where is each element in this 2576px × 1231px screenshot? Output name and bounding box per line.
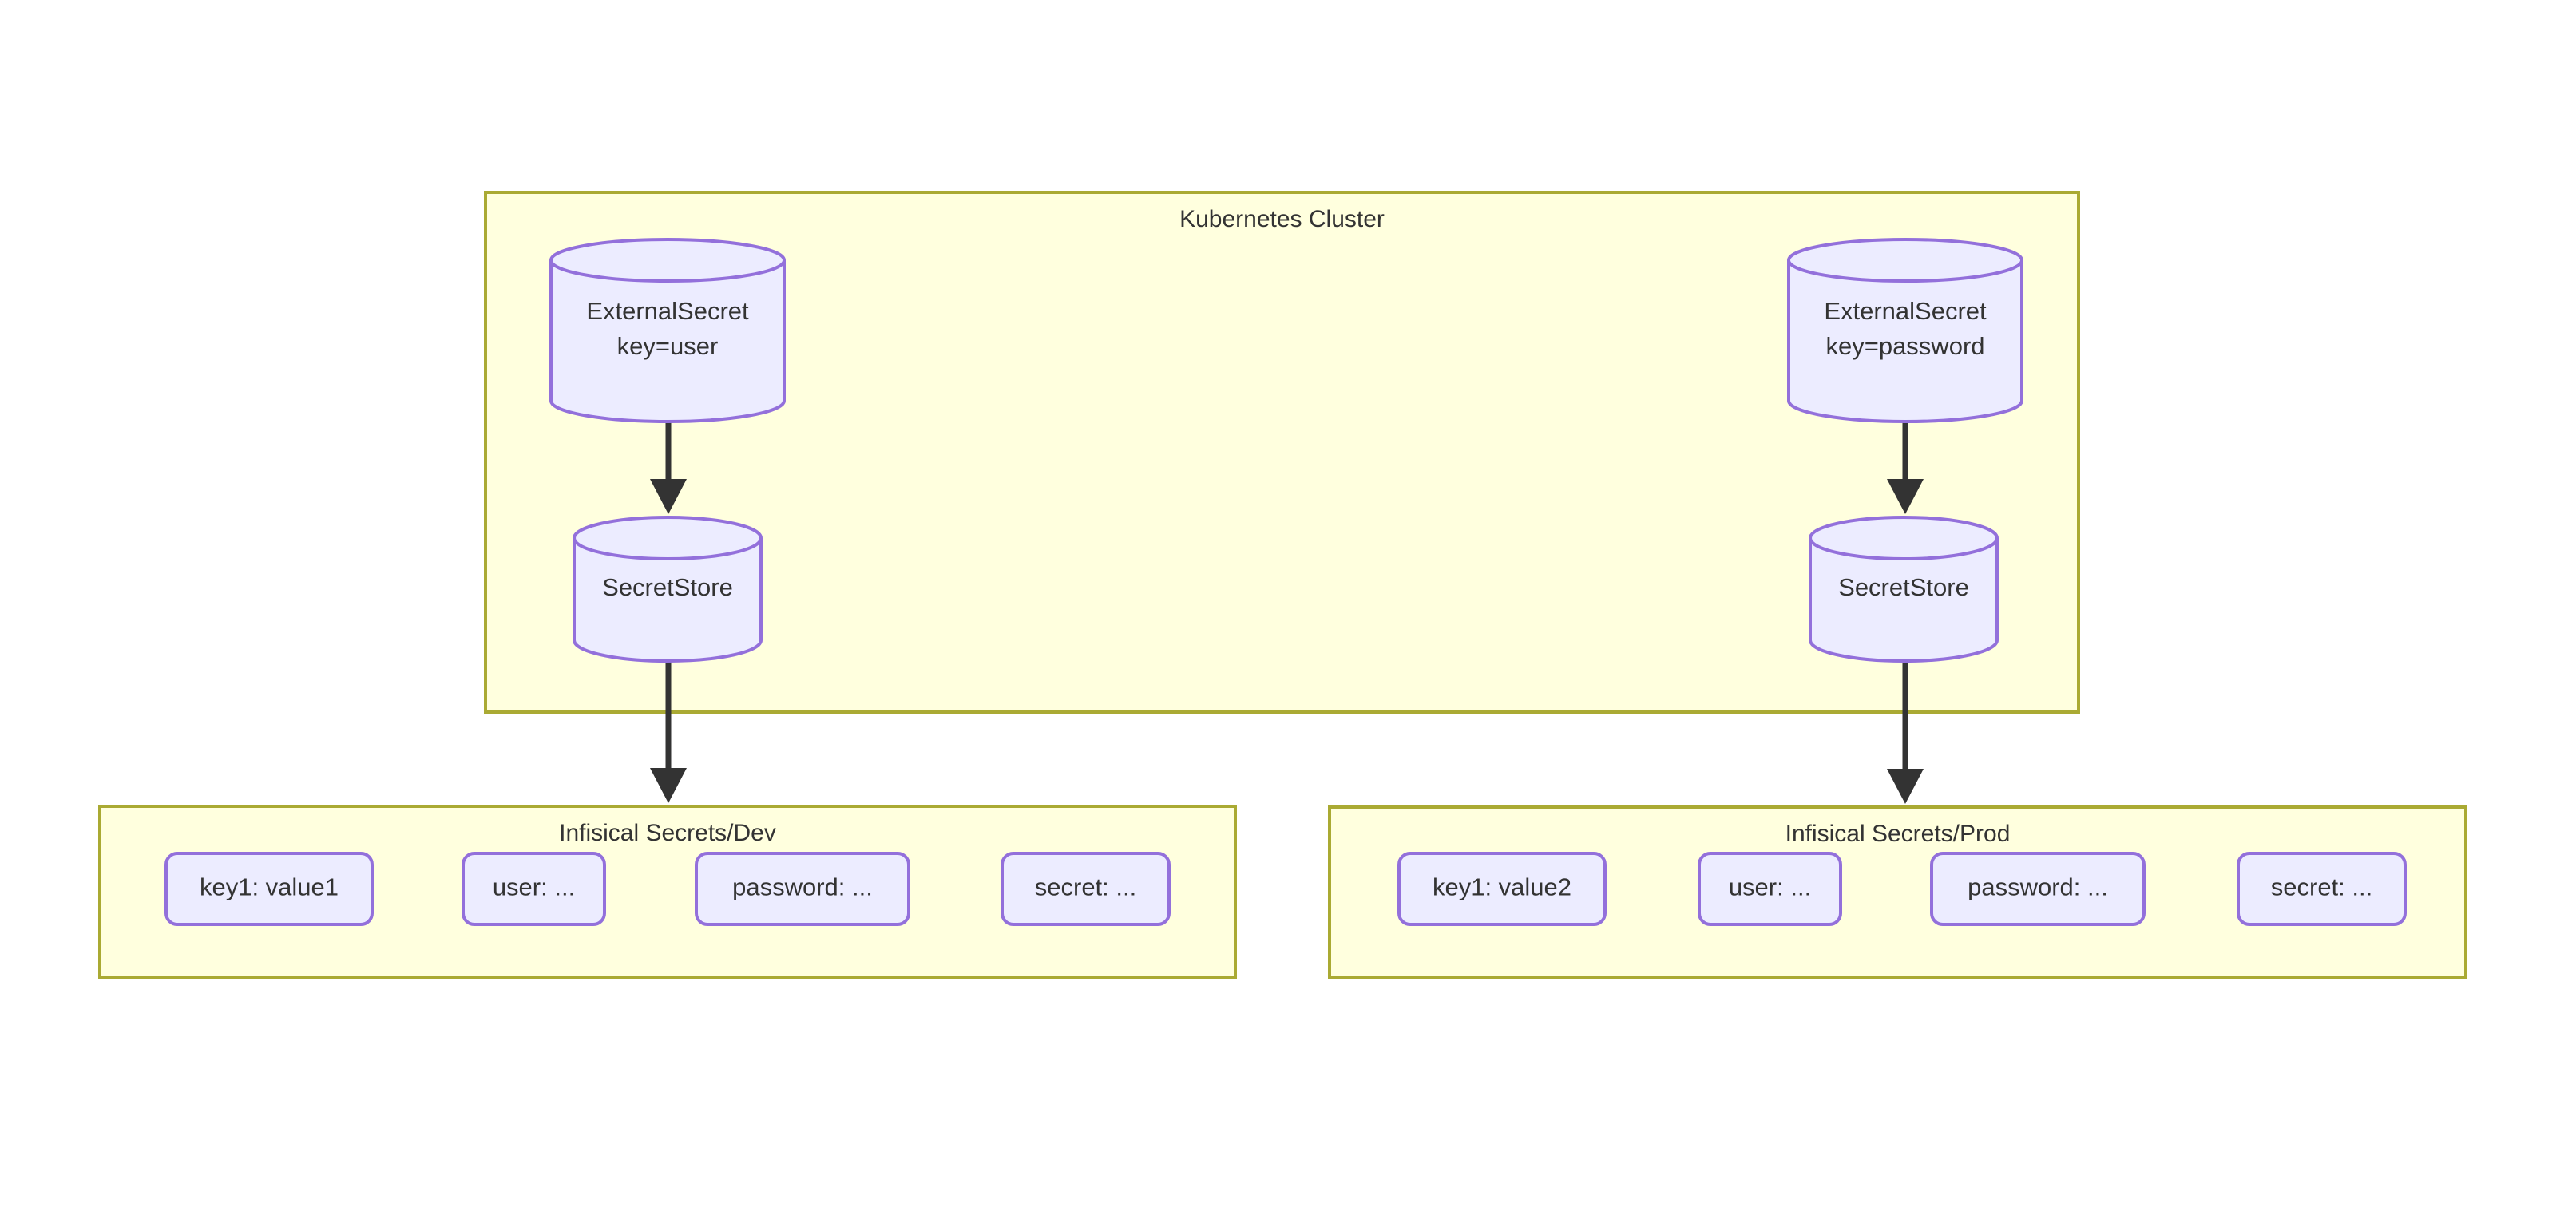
node-label-prod-secret-0: secret: ... [2271,873,2372,901]
node-label-dev-k1-0: key1: value1 [200,873,339,901]
node-box-prod-secret [2237,852,2407,926]
edge-e2 [650,661,687,803]
edge-e4 [1887,661,1924,804]
edge-arrowhead-e2 [650,768,687,803]
node-prod-user[interactable]: user: ... [1698,852,1842,926]
node-label-dev-pass-0: password: ... [732,873,873,901]
cluster-title-dev: Infisical Secrets/Dev [559,820,776,846]
cylinder-body-es-prod [1787,238,2023,423]
node-label-es-dev-1: key=user [617,332,719,360]
node-es-dev[interactable]: ExternalSecret key=user [549,238,786,423]
node-dev-secret[interactable]: secret: ... [1001,852,1171,926]
cluster-title-prod: Infisical Secrets/Prod [1785,821,2011,847]
node-dev-pass[interactable]: password: ... [695,852,910,926]
node-box-dev-secret [1001,852,1171,926]
cylinder-top-ellipse-es-dev [549,259,786,283]
node-label-ss-dev-0: SecretStore [602,573,733,601]
node-label-es-prod-0: ExternalSecret [1824,297,1987,325]
node-label-dev-user-0: user: ... [493,873,575,901]
node-label-es-dev-0: ExternalSecret [586,297,749,325]
edge-e3 [1887,422,1924,514]
edge-arrowhead-e4 [1887,769,1924,804]
edge-arrowhead-e3 [1887,479,1924,514]
node-ss-prod[interactable]: SecretStore [1809,516,1999,663]
node-label-prod-pass-0: password: ... [1968,873,2108,901]
node-label-ss-prod-0: SecretStore [1838,573,1969,601]
node-box-dev-user [462,852,606,926]
node-label-es-prod-1: key=password [1825,332,1984,360]
node-box-dev-k1 [164,852,374,926]
edge-arrowhead-e1 [650,479,687,514]
node-box-dev-pass [695,852,910,926]
node-label-dev-secret-0: secret: ... [1035,873,1136,901]
node-box-prod-k1 [1397,852,1607,926]
cylinder-top-ellipse-ss-prod [1809,537,1999,560]
node-dev-k1[interactable]: key1: value1 [164,852,374,926]
node-prod-k1[interactable]: key1: value2 [1397,852,1607,926]
cylinder-top-ellipse-ss-dev [573,537,763,560]
edge-e1 [650,422,687,514]
node-box-prod-pass [1930,852,2146,926]
cluster-title-k8s: Kubernetes Cluster [1179,206,1385,232]
node-ss-dev[interactable]: SecretStore [573,516,763,663]
cylinder-body-es-dev [549,238,786,423]
cylinder-top-ellipse-es-prod [1787,259,2023,283]
edges-layer [650,422,1924,804]
node-label-prod-k1-0: key1: value2 [1433,873,1571,901]
node-label-prod-user-0: user: ... [1729,873,1811,901]
node-prod-pass[interactable]: password: ... [1930,852,2146,926]
node-dev-user[interactable]: user: ... [462,852,606,926]
node-es-prod[interactable]: ExternalSecret key=password [1787,238,2023,423]
node-box-prod-user [1698,852,1842,926]
node-prod-secret[interactable]: secret: ... [2237,852,2407,926]
